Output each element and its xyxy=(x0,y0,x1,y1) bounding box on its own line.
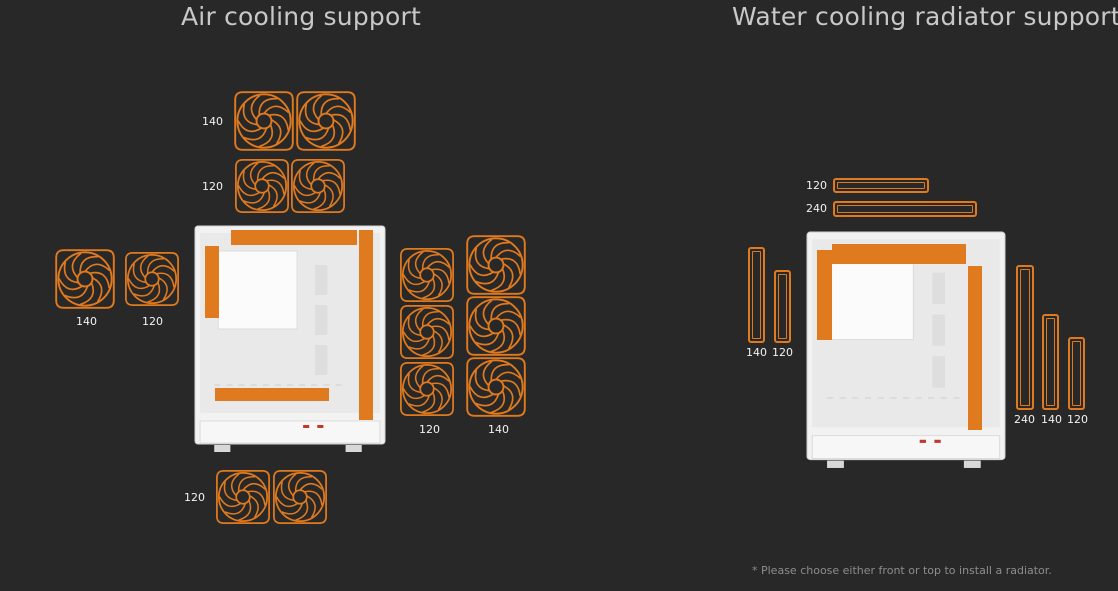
fan-icon xyxy=(464,294,528,358)
water-top-120-label: 120 xyxy=(806,179,827,192)
water-rear-120-label: 120 xyxy=(772,346,793,359)
water-front-120-label: 120 xyxy=(1067,413,1088,426)
pc-case-icon xyxy=(194,225,386,453)
air-rear-140-label: 140 xyxy=(76,315,97,328)
front-mount-highlight xyxy=(359,230,373,420)
fan-icon xyxy=(271,468,329,526)
air-bottom-120-label: 120 xyxy=(184,491,205,504)
radiator-icon xyxy=(1016,265,1034,410)
radiator-footnote: * Please choose either front or top to i… xyxy=(752,564,1052,577)
fan-icon xyxy=(233,157,291,215)
air-front-140-label: 140 xyxy=(488,423,509,436)
top-radiator-mount-highlight xyxy=(832,244,966,264)
rear-radiator-mount-highlight xyxy=(817,250,832,340)
radiator-icon xyxy=(1068,337,1085,410)
radiator-icon xyxy=(833,178,929,193)
top-mount-highlight xyxy=(231,230,357,245)
radiator-icon xyxy=(774,270,791,343)
rear-mount-highlight xyxy=(205,246,219,318)
fan-icon xyxy=(398,246,456,304)
fan-icon xyxy=(214,468,272,526)
fan-icon xyxy=(464,355,528,419)
air-front-120-label: 120 xyxy=(419,423,440,436)
air-top-120-label: 120 xyxy=(202,180,223,193)
bottom-mount-highlight xyxy=(215,388,329,401)
fan-icon xyxy=(398,360,456,418)
fan-icon xyxy=(289,157,347,215)
fan-icon xyxy=(53,247,117,311)
air-top-140-label: 140 xyxy=(202,115,223,128)
water-rear-140-label: 140 xyxy=(746,346,767,359)
radiator-icon xyxy=(748,247,765,343)
radiator-icon xyxy=(833,201,977,217)
water-cooling-title: Water cooling radiator support xyxy=(732,2,1118,31)
fan-icon xyxy=(398,303,456,361)
front-radiator-mount-highlight xyxy=(968,266,982,430)
fan-icon xyxy=(464,233,528,297)
water-top-240-label: 240 xyxy=(806,202,827,215)
water-front-140-label: 140 xyxy=(1041,413,1062,426)
water-front-240-label: 240 xyxy=(1014,413,1035,426)
fan-icon xyxy=(123,250,181,308)
fan-icon xyxy=(232,89,296,153)
air-cooling-title: Air cooling support xyxy=(181,2,421,31)
air-rear-120-label: 120 xyxy=(142,315,163,328)
radiator-icon xyxy=(1042,314,1059,410)
fan-icon xyxy=(294,89,358,153)
